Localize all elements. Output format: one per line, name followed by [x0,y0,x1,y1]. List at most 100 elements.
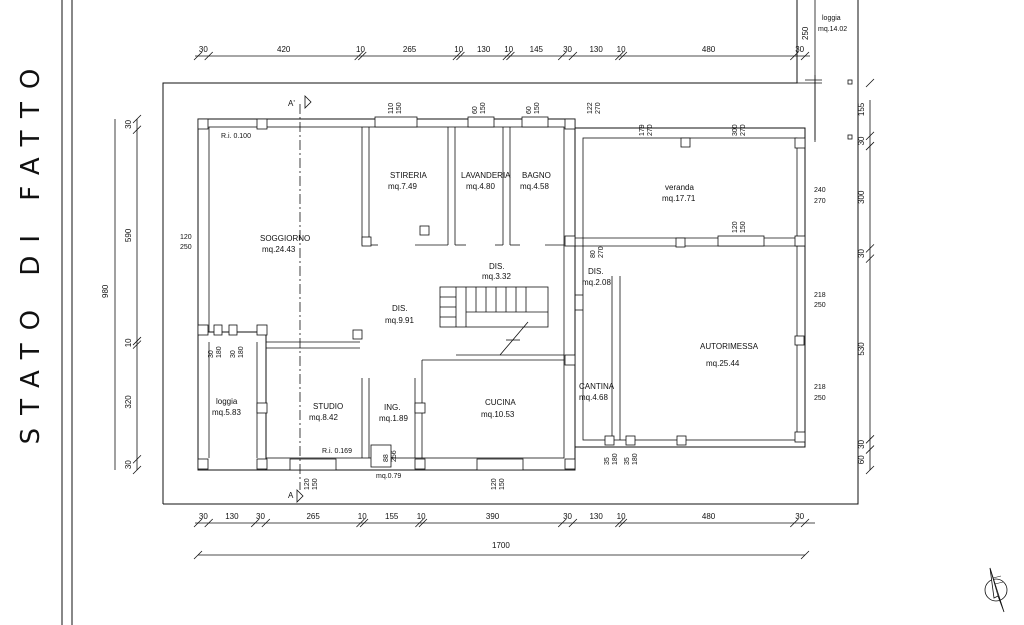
room-area-studio: mq.8.42 [309,413,338,422]
structural-pillars [197,118,806,470]
room-name-bagno: BAGNO [522,171,551,180]
dim-tick [193,518,203,528]
dim-label: 130 [589,45,603,54]
dim-tick [250,518,260,528]
opening-label: 250 [814,302,826,309]
staircase [439,286,549,356]
room-name-stireria: STIRERIA [390,171,428,180]
dim-label: 10 [454,45,463,54]
dim-label: 10 [504,45,513,54]
opening-label: 30 [208,350,215,358]
dim-tick [193,51,203,61]
section-arrow-top [304,95,312,109]
dim-tick [790,51,799,61]
dim-label: 530 [857,342,866,356]
site-boundary [162,0,798,504]
dim-tick [132,454,142,464]
opening-label: 180 [238,346,245,358]
opening-labels: 110 150 60 150 60 150 122 270 179 270 30… [208,102,747,490]
dim-tick [865,465,875,475]
dim-tick [865,131,875,141]
room-name-soggiorno: SOGGIORNO [260,234,310,243]
section-arrow-bottom [296,489,304,503]
dim-label: 265 [403,45,417,54]
dim-tick [456,51,465,61]
opening-label: 270 [814,198,826,205]
dim-label: 60 [857,455,866,464]
dim-tick [865,78,875,88]
dim-tick [132,465,142,475]
room-area-veranda: mq.17.71 [662,194,696,203]
dim-label: 30 [124,460,133,469]
dim-tick [506,51,515,61]
opening-label: 120 [491,478,498,490]
marker [847,134,853,140]
dim-tick [132,340,142,349]
dim-tick [615,518,624,528]
opening-label: 88 [383,454,390,462]
dim-label: 10 [358,512,367,521]
dim-tick [132,114,142,124]
opening-label: 179 [639,124,646,136]
opening-label: 150 [534,102,541,114]
interior-space-east [582,137,798,441]
dim-label: 590 [124,228,133,242]
opening-label: 120 [180,234,192,241]
dim-label: 265 [306,512,320,521]
dim-tick [359,518,369,528]
dim-tick [615,51,624,61]
dim-tick [800,51,810,61]
dim-tick [557,51,567,61]
dim-label: 30 [795,512,804,521]
dim-tick [193,550,203,560]
dim-label: 155 [385,512,399,521]
room-area-cucina: mq.10.53 [481,410,515,419]
room-area-dis-3: mq.9.91 [385,316,414,325]
section-mark-top: A' [288,99,295,108]
opening-label: 120 [304,478,311,490]
room-name-veranda: veranda [665,183,694,192]
section-mark-bottom: A [288,491,294,500]
opening-label: 250 [180,244,192,251]
room-area-ing: mq.1.89 [379,414,408,423]
dim-tick [354,51,363,61]
dim-label: 30 [563,512,572,521]
dim-tick [865,435,875,444]
dim-label: 480 [702,45,716,54]
dim-label: 30 [199,45,208,54]
dim-tick [800,550,810,560]
dim-label: 155 [857,102,866,116]
room-name-studio: STUDIO [313,402,343,411]
opening-label: 270 [647,124,654,136]
room-area-lavanderia: mq.4.80 [466,182,495,191]
dim-total-label: 1700 [492,541,510,550]
dim-right-top-label: 250 [801,26,810,40]
opening-label: 180 [216,346,223,358]
dim-label: 390 [486,512,500,521]
opening-label: 270 [598,246,605,258]
dim-tick [568,518,578,528]
dim-label: 30 [857,248,866,257]
dim-tick [204,518,213,528]
level-label-top: R.i. 0.100 [221,133,251,140]
opening-label: 250 [814,395,826,402]
opening-label: 300 [732,124,739,136]
dim-tick [618,518,628,528]
room-name-dis-1: DIS. [489,262,505,271]
room-area-stireria: mq.7.49 [388,182,417,191]
dim-label: 420 [277,45,291,54]
dim-label: 30 [857,136,866,145]
opening-label: 270 [740,124,747,136]
dim-tick [568,51,578,61]
opening-label: 270 [595,102,602,114]
opening-label: 30 [230,350,237,358]
room-labels: SOGGIORNO mq.24.43 STIRERIA mq.7.49 LAVA… [212,133,759,480]
dim-label: 130 [589,512,603,521]
dim-tick [204,51,213,61]
dim-tick [452,51,462,61]
dim-label: 300 [857,190,866,204]
room-name-cantina: CANTINA [579,382,615,391]
